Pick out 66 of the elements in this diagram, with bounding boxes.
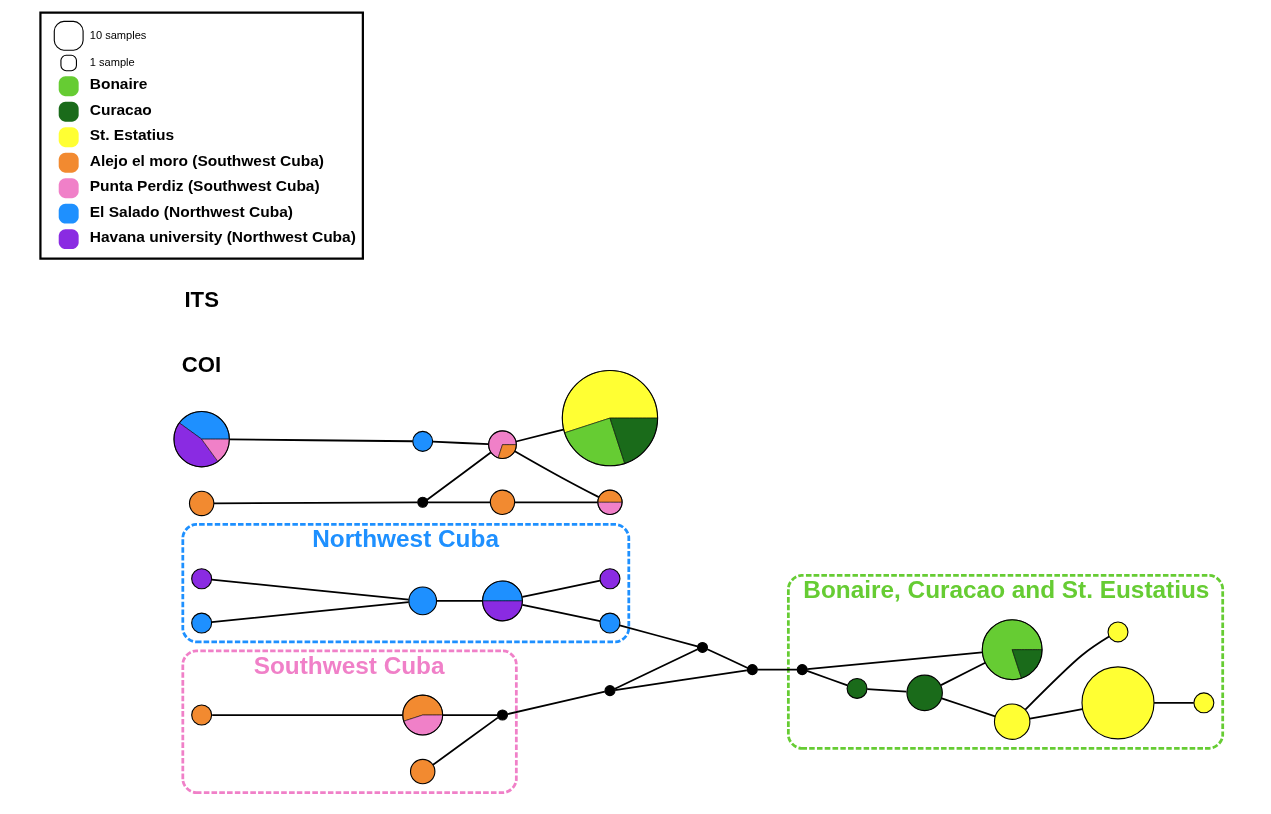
node-circle	[188, 490, 214, 517]
node-circle	[489, 489, 515, 516]
connector	[425, 451, 492, 501]
connector	[513, 450, 600, 499]
connector	[513, 501, 599, 504]
connector	[441, 714, 498, 716]
legend-label: El Salado (Northwest Cuba)	[89, 202, 293, 220]
connector	[940, 697, 996, 718]
connector	[1028, 708, 1083, 720]
connector	[435, 600, 483, 602]
node-circle	[409, 758, 435, 785]
connector	[705, 648, 749, 669]
connector	[756, 668, 798, 671]
connector	[228, 438, 413, 443]
node-circle	[407, 586, 437, 616]
connector	[939, 661, 986, 687]
legend-label: Havana university (Northwest Cuba)	[89, 228, 356, 246]
legend-label: 1 sample	[89, 55, 135, 68]
legend-label: Punta Perdiz (Southwest Cuba)	[89, 177, 320, 195]
node-circle	[1080, 666, 1155, 740]
node-circle	[190, 704, 212, 726]
connector	[805, 670, 848, 687]
connector	[210, 714, 404, 716]
node-circle	[993, 703, 1030, 740]
connector	[426, 501, 491, 504]
node-circle	[598, 612, 620, 634]
connector	[521, 604, 601, 623]
connector	[431, 440, 489, 445]
cluster: Northwest Cuba	[180, 523, 630, 644]
connector	[613, 648, 698, 690]
cluster: Southwest Cuba	[180, 649, 518, 794]
node-circle	[1106, 621, 1129, 643]
node-circle	[696, 641, 708, 653]
connector	[506, 690, 606, 715]
node-circle	[411, 430, 433, 452]
connector	[1152, 701, 1195, 704]
node-circle	[796, 664, 808, 676]
node-circle	[190, 568, 212, 590]
legend-label: Alejo el moro (Southwest Cuba)	[89, 151, 324, 169]
connector	[613, 669, 748, 691]
cluster: Bonaire, Curacao and St. Eustatius	[786, 574, 1224, 750]
connector	[865, 688, 907, 693]
label: COI	[181, 351, 221, 377]
connector	[210, 578, 410, 601]
node-circle	[416, 496, 428, 508]
legend-label: Bonaire	[89, 75, 147, 93]
connector	[521, 579, 601, 598]
node-circle	[190, 612, 212, 634]
node-circle	[746, 664, 758, 676]
node-circle	[905, 674, 943, 712]
connector	[805, 651, 983, 671]
node-circle	[496, 709, 508, 721]
node-circle	[846, 677, 868, 699]
connector	[212, 501, 418, 505]
connector	[514, 428, 564, 443]
connector	[431, 716, 499, 766]
legend-label: 10 samples	[89, 28, 146, 41]
connector	[618, 624, 698, 648]
connector	[1023, 635, 1110, 711]
legend-label: Curacao	[89, 100, 152, 118]
node-circle	[603, 685, 615, 697]
legend-label: St. Estatius	[89, 126, 174, 144]
label: ITS	[183, 287, 219, 313]
connector	[210, 601, 410, 624]
node-circle	[1192, 692, 1214, 714]
node-circle	[598, 568, 620, 590]
